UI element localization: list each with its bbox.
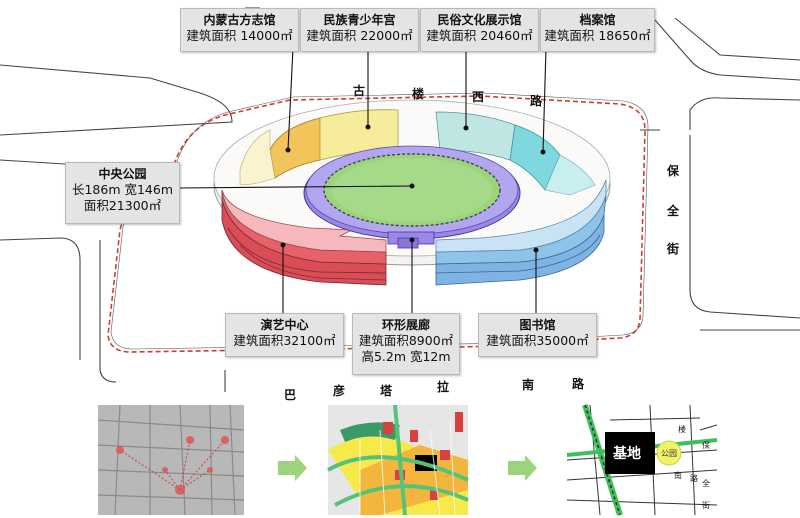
library-building	[435, 179, 607, 286]
road-east-char: 街	[667, 242, 680, 256]
mini-road-char: 街	[702, 501, 710, 510]
road-north-char: 西	[472, 90, 485, 104]
performing-arts-building	[221, 189, 387, 286]
label-area: 建筑面积32100㎡	[233, 333, 336, 348]
mini-map-zoning	[327, 404, 469, 516]
label-area: 建筑面积 18650㎡	[544, 28, 651, 43]
mini-road-char: 全	[702, 479, 710, 488]
mini-map-city	[97, 404, 245, 516]
label-title: 图书馆	[519, 318, 556, 332]
label-central-park: 中央公园 长186m 宽146m 面积21300㎡	[65, 162, 180, 224]
label-mongol-museum: 内蒙古方志馆 建筑面积 14000㎡	[180, 8, 299, 52]
mini-road-char: 楼	[678, 425, 686, 434]
road-north-char: 楼	[412, 87, 425, 101]
label-title: 环形展廊	[381, 318, 430, 332]
label-area: 建筑面积 22000㎡	[306, 28, 413, 43]
label-library: 图书馆 建筑面积35000㎡	[478, 313, 597, 357]
label-title: 档案馆	[579, 13, 616, 27]
label-area: 建筑面积 20460㎡	[426, 28, 533, 43]
road-south-char: 塔	[380, 384, 393, 398]
road-south-char: 路	[572, 377, 585, 391]
label-area: 建筑面积35000㎡	[486, 333, 589, 348]
label-title: 中央公园	[98, 167, 147, 181]
road-north-char: 路	[530, 94, 543, 108]
label-area: 建筑面积8900㎡	[358, 333, 454, 348]
mini-map-site	[566, 404, 718, 516]
label-youth-palace: 民族青少年宫 建筑面积 22000㎡	[300, 8, 419, 52]
leader-lines	[177, 47, 547, 315]
flow-arrow-1	[278, 455, 307, 481]
label-size: 高5.2m 宽12m	[361, 349, 451, 364]
label-area: 建筑面积 14000㎡	[186, 28, 293, 43]
mini-road-char: 南	[674, 471, 682, 480]
mini-road-char: 路	[690, 474, 698, 483]
label-title: 内蒙古方志馆	[203, 13, 276, 27]
road-east-char: 全	[667, 204, 680, 218]
label-size: 长186m 宽146m	[71, 182, 174, 197]
road-north-char: 古	[353, 84, 366, 98]
back-buildings	[239, 109, 596, 196]
label-performing-arts: 演艺中心 建筑面积32100㎡	[225, 313, 344, 357]
park-label: 公园	[661, 449, 677, 458]
road-south-char: 彦	[333, 384, 346, 398]
label-title: 演艺中心	[260, 318, 309, 332]
road-south-char: 南	[522, 378, 535, 392]
road-south-char: 拉	[437, 380, 450, 394]
label-archives: 档案馆 建筑面积 18650㎡	[540, 8, 655, 52]
flow-arrow-2	[508, 455, 537, 481]
road-south-char: 巴	[284, 388, 297, 402]
label-folk-hall: 民俗文化展示馆 建筑面积 20460㎡	[420, 8, 539, 52]
label-ring-gallery: 环形展廊 建筑面积8900㎡ 高5.2m 宽12m	[352, 313, 460, 375]
site-label: 基地	[613, 446, 641, 462]
mini-road-char: 保	[702, 441, 710, 450]
road-east-char: 保	[667, 164, 680, 178]
street-blocks	[0, 7, 800, 392]
label-title: 民俗文化展示馆	[437, 13, 522, 27]
label-title: 民族青少年宫	[323, 13, 396, 27]
label-area: 面积21300㎡	[83, 198, 162, 213]
